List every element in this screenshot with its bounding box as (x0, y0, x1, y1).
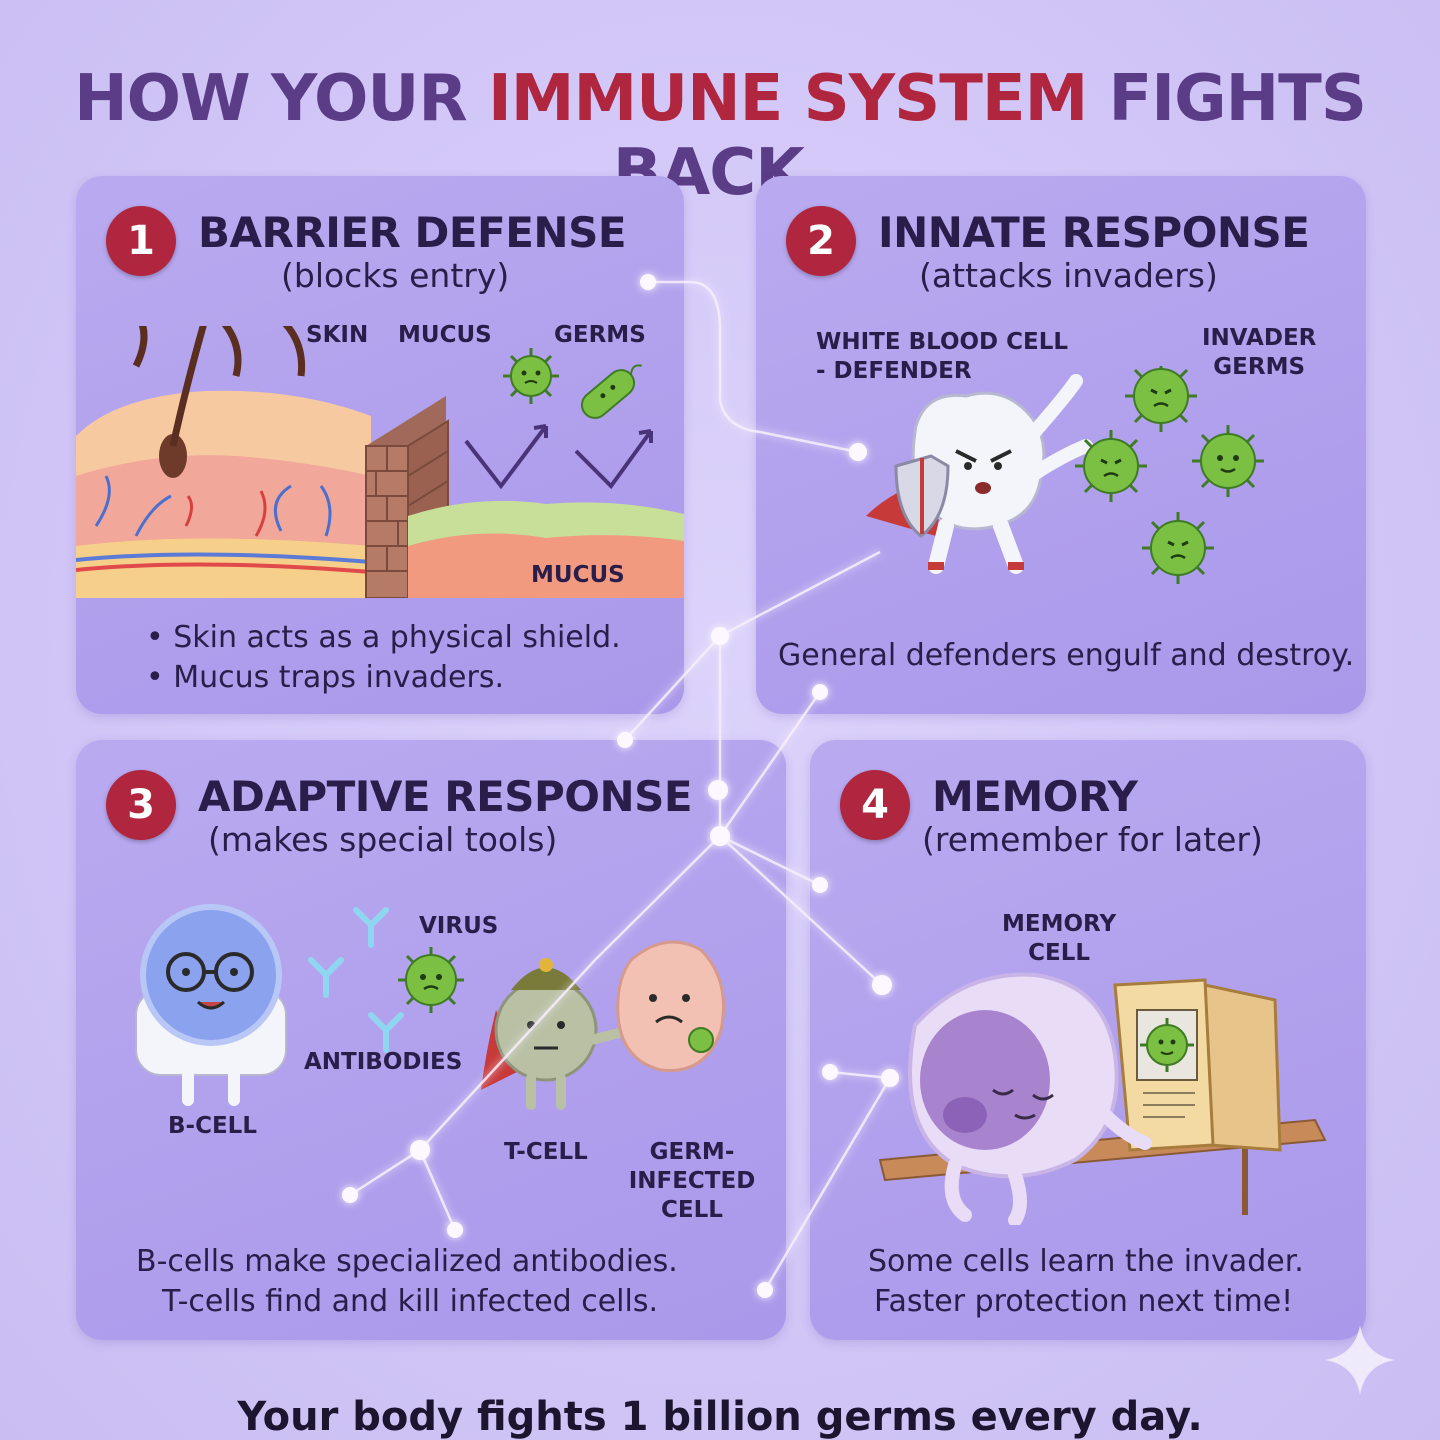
label-b-cell: B-CELL (168, 1113, 257, 1139)
panel-text-line-1: • Skin acts as a physical shield. (146, 620, 621, 655)
photo-frame-icon (1113, 978, 1282, 1152)
label-t-cell: T-CELL (504, 1139, 588, 1165)
sparkle-icon (1325, 1325, 1395, 1395)
label-antibodies: ANTIBODIES (304, 1049, 463, 1075)
label-mucus-bottom: MUCUS (531, 562, 625, 588)
label-germ-infected-cell: GERM-INFECTED CELL (628, 1139, 756, 1223)
germ-icon (503, 348, 559, 404)
panel-subtitle: (makes special tools) (208, 820, 558, 859)
germ-icon (1192, 425, 1264, 497)
label-virus: VIRUS (419, 913, 499, 939)
label-white-blood-cell: WHITE BLOOD CELL - DEFENDER (816, 329, 1069, 384)
title-accent: IMMUNE SYSTEM (487, 62, 1088, 136)
germ-icon (580, 364, 642, 419)
germ-icon (1142, 512, 1214, 584)
germ-icon (398, 947, 464, 1013)
infected-cell-icon (616, 940, 725, 1072)
memory-illustration (878, 972, 1327, 1225)
b-cell-icon (135, 904, 287, 1106)
footer-fact: Your body fights 1 billion germs every d… (237, 1394, 1203, 1440)
panel-adaptive-response: 3 ADAPTIVE RESPONSE (makes special tools… (76, 740, 786, 1340)
panel-memory: 4 MEMORY (remember for later) MEMORY CEL… (810, 740, 1366, 1340)
panel-innate-response: 2 INNATE RESPONSE (attacks invaders) (756, 176, 1366, 714)
label-mucus-top: MUCUS (398, 322, 492, 348)
antibody-icon (308, 907, 404, 1053)
panel-subtitle: (attacks invaders) (919, 256, 1218, 295)
panel-title: ADAPTIVE RESPONSE (198, 772, 693, 821)
label-germs: GERMS (554, 322, 646, 348)
shield-icon (894, 454, 950, 538)
panel-text-line-2: Faster protection next time! (874, 1284, 1294, 1319)
panel-title: INNATE RESPONSE (878, 208, 1310, 257)
label-skin: SKIN (306, 322, 369, 348)
germ-icon (1125, 366, 1197, 432)
step-number-badge: 3 (106, 770, 176, 840)
panel-text-line-1: B-cells make specialized antibodies. (136, 1244, 678, 1279)
panel-text-line-1: Some cells learn the invader. (868, 1244, 1304, 1279)
step-number-badge: 2 (786, 206, 856, 276)
panel-text-line-2: • Mucus traps invaders. (146, 660, 504, 695)
panel-subtitle: (remember for later) (922, 820, 1263, 859)
germ-icon (1075, 430, 1147, 502)
panel-barrier-defense: 1 BARRIER DEFENSE (blocks entry) (76, 176, 684, 714)
panel-text-line-2: T-cells find and kill infected cells. (162, 1284, 659, 1319)
germ-icon (1140, 1018, 1194, 1072)
label-memory-cell: MEMORY CELL (1002, 911, 1117, 966)
label-invader-germs: INVADER GERMS (1202, 325, 1317, 380)
panel-title: BARRIER DEFENSE (198, 208, 627, 257)
t-cell-icon (481, 958, 636, 1110)
panel-text-line-1: General defenders engulf and destroy. (778, 638, 1355, 673)
panel-title: MEMORY (932, 772, 1138, 821)
skin-barrier-illustration (76, 326, 684, 598)
panel-subtitle: (blocks entry) (281, 256, 510, 295)
page-title: HOW YOUR IMMUNE SYSTEM FIGHTS BACK. (0, 62, 1440, 210)
title-part-1: HOW YOUR (74, 62, 488, 136)
innate-illustration (866, 366, 1264, 584)
step-number-badge: 4 (840, 770, 910, 840)
step-number-badge: 1 (106, 206, 176, 276)
memory-cell-icon (908, 972, 1152, 1225)
